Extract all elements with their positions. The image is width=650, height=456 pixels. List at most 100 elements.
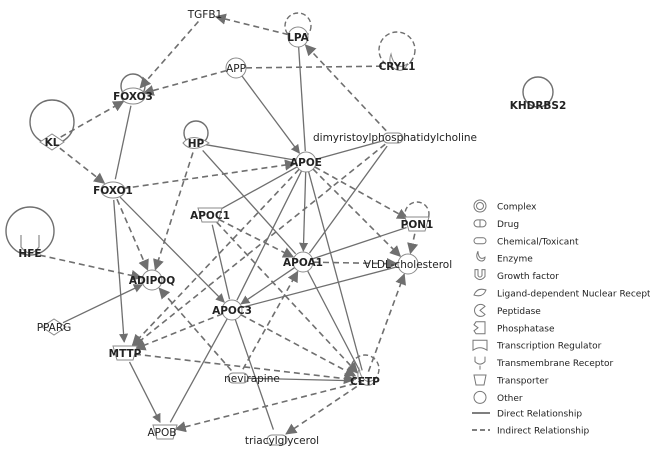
node-foxo1[interactable]: FOXO1: [93, 181, 133, 199]
node-label-lpa: LPA: [287, 32, 309, 44]
edge-apoe-apoc1: [219, 166, 298, 211]
node-label-vldl: VLDL-cholesterol: [364, 259, 452, 271]
growth-factor-icon: [474, 269, 486, 281]
node-app[interactable]: APP: [225, 57, 247, 79]
node-pon1[interactable]: PON1: [401, 216, 434, 232]
legend-label: Enzyme: [497, 255, 533, 265]
transcription-regulator-icon: [472, 339, 488, 352]
edge-apoe-apoc3: [236, 170, 303, 301]
drug-icon: [473, 219, 487, 228]
node-apob[interactable]: APOB: [148, 424, 178, 440]
node-khdrbs2[interactable]: KHDRBS2: [510, 100, 567, 112]
edge-apoc3-cetp: [240, 314, 357, 377]
node-apoa1[interactable]: APOA1: [283, 251, 323, 273]
legend-item-complex: Complex: [473, 199, 537, 213]
edge-cetp-vldl: [367, 273, 406, 372]
node-label-dmpc: dimyristoylphosphatidylcholine: [313, 132, 477, 144]
node-label-tgfb1: TGFB1: [187, 9, 222, 21]
legend-label: Transmembrane Receptor: [496, 359, 614, 369]
node-hp[interactable]: HP: [182, 137, 210, 151]
legend-label: Drug: [497, 220, 519, 230]
legend-item-phosphatase: Phosphatase: [473, 321, 555, 335]
legend-item-other: Other: [473, 390, 523, 404]
node-vldl[interactable]: VLDL-cholesterol: [364, 253, 452, 275]
chemical-icon: [473, 237, 487, 245]
edge-apoe-apoa1: [299, 171, 309, 252]
edge-hp-adipoq: [153, 152, 194, 271]
enzyme-icon: [476, 250, 486, 262]
edge-pon1-vldl: [407, 233, 419, 255]
node-tgfb1[interactable]: TGFB1: [187, 9, 222, 21]
node-label-hfe: HFE: [18, 248, 41, 260]
edge-apoc3-vldl: [241, 266, 398, 309]
legend-relationship-label: Indirect Relationship: [497, 427, 589, 437]
legend-label: Chemical/Toxicant: [497, 237, 579, 247]
legend-relationship-indirect: Indirect Relationship: [472, 427, 589, 437]
nuclear-receptor-icon: [473, 288, 487, 297]
edge-dmpc-apoe: [316, 140, 384, 160]
legend-label: Peptidase: [497, 307, 541, 317]
legend-relationship-direct: Direct Relationship: [472, 410, 582, 420]
node-pparg[interactable]: PPARG: [37, 318, 72, 336]
edge-apoe-mttp: [131, 168, 300, 346]
edge-apoc3-tag: [234, 319, 275, 430]
edge-foxo1-apoc3: [119, 196, 225, 303]
legend: ComplexDrugChemical/ToxicantEnzymeGrowth…: [472, 199, 650, 437]
edge-mttp-apob: [128, 361, 161, 423]
edge-apoa1-vldl: [312, 257, 399, 270]
edge-apoa1-pon1: [312, 226, 407, 260]
edge-apoe-vldl: [312, 168, 402, 258]
legend-label: Transporter: [496, 377, 549, 387]
legend-label: Transcription Regulator: [496, 342, 602, 352]
self-loop-khdrbs2: [522, 76, 554, 108]
node-kl[interactable]: KL: [39, 133, 65, 151]
edge-app-apoe: [241, 75, 300, 154]
self-loop-cetp: [350, 354, 380, 384]
legend-item-growth-factor: Growth factor: [474, 269, 559, 282]
legend-item-transporter: Transporter: [473, 374, 549, 387]
node-cryl1[interactable]: CRYL1: [379, 52, 416, 73]
node-label-pparg: PPARG: [37, 322, 72, 334]
node-label-apob: APOB: [148, 427, 177, 439]
node-label-tag: triacylglycerol: [245, 435, 319, 447]
legend-item-drug: Drug: [473, 219, 519, 230]
self-loops-layer: [5, 12, 554, 384]
node-label-apoe: APOE: [290, 157, 322, 169]
edge-apoe-pon1: [314, 166, 409, 220]
node-label-apoa1: APOA1: [283, 257, 323, 269]
node-label-apoc1: APOC1: [190, 210, 230, 222]
node-hfe[interactable]: HFE: [18, 235, 42, 260]
legend-item-enzyme: Enzyme: [476, 250, 533, 265]
edge-apoc3-mttp: [134, 312, 224, 351]
node-mttp[interactable]: MTTP: [109, 345, 142, 361]
complex-icon: [473, 199, 487, 213]
node-apoe[interactable]: APOE: [290, 151, 322, 173]
node-label-khdrbs2: KHDRBS2: [510, 100, 567, 112]
phosphatase-icon: [473, 321, 486, 335]
node-tag[interactable]: triacylglycerol: [245, 434, 319, 447]
legend-item-nuclear-receptor: Ligand-dependent Nuclear Receptor: [473, 288, 650, 300]
legend-item-transmembrane-receptor: Transmembrane Receptor: [474, 356, 614, 370]
node-foxo3[interactable]: FOXO3: [113, 87, 153, 105]
edge-nevirapine-cetp: [247, 377, 355, 382]
edge-apoa1-apoc3: [240, 267, 296, 305]
node-adipoq[interactable]: ADIPOQ: [129, 269, 175, 291]
node-cetp[interactable]: CETP: [350, 367, 380, 388]
edge-tgfb1-foxo3: [139, 20, 200, 89]
node-apoc3[interactable]: APOC3: [212, 299, 252, 321]
edge-nevirapine-adipoq: [158, 287, 233, 372]
legend-label: Phosphatase: [497, 324, 555, 334]
node-apoc1[interactable]: APOC1: [190, 207, 230, 223]
edge-foxo3-foxo1: [114, 105, 132, 180]
edge-apoc1-apoa1: [218, 218, 295, 258]
node-dmpc[interactable]: dimyristoylphosphatidylcholine: [313, 132, 477, 144]
node-nevirapine[interactable]: nevirapine: [224, 372, 280, 385]
edge-kl-foxo3: [60, 100, 125, 138]
node-lpa[interactable]: LPA: [287, 26, 310, 48]
node-label-cetp: CETP: [350, 376, 380, 388]
node-label-mttp: MTTP: [109, 348, 142, 360]
edge-pparg-adipoq: [62, 284, 143, 324]
node-label-hp: HP: [188, 138, 205, 150]
